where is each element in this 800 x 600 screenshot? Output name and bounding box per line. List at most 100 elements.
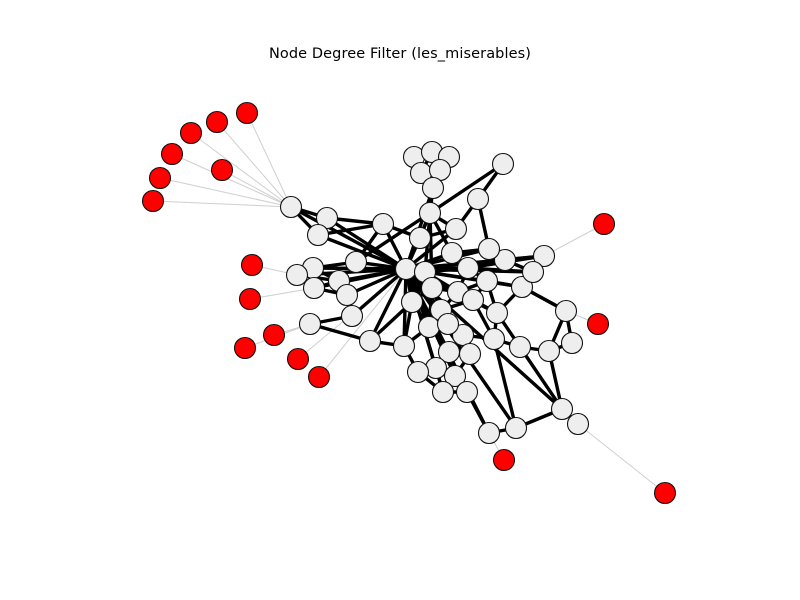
node-circle[interactable] [443, 364, 467, 388]
graph-node-filtered[interactable] [179, 121, 203, 145]
graph-node-kept[interactable] [504, 416, 528, 440]
graph-node-kept[interactable] [306, 223, 330, 247]
node-circle[interactable] [653, 481, 677, 505]
node-circle[interactable] [148, 166, 172, 190]
node-circle[interactable] [306, 223, 330, 247]
graph-node-kept[interactable] [510, 275, 534, 299]
node-circle[interactable] [344, 250, 368, 274]
graph-node-filtered[interactable] [148, 166, 172, 190]
graph-node-kept[interactable] [443, 364, 467, 388]
graph-node-kept[interactable] [508, 335, 532, 359]
graph-node-kept[interactable] [560, 331, 584, 355]
graph-node-kept[interactable] [406, 360, 430, 384]
graph-node-kept[interactable] [493, 248, 517, 272]
node-circle[interactable] [420, 276, 444, 300]
node-circle[interactable] [315, 206, 339, 230]
node-circle[interactable] [477, 421, 501, 445]
node-circle[interactable] [458, 342, 482, 366]
node-circle[interactable] [550, 397, 574, 421]
node-circle[interactable] [285, 263, 309, 287]
node-circle[interactable] [586, 312, 610, 336]
node-circle[interactable] [160, 142, 184, 166]
graph-node-kept[interactable] [431, 380, 455, 404]
graph-node-kept[interactable] [392, 334, 416, 358]
graph-node-filtered[interactable] [235, 101, 259, 125]
graph-node-kept[interactable] [566, 412, 590, 436]
graph-node-kept[interactable] [298, 312, 322, 336]
graph-node-kept[interactable] [408, 226, 432, 250]
graph-node-kept[interactable] [477, 421, 501, 445]
graph-node-kept[interactable] [485, 301, 509, 325]
node-circle[interactable] [424, 356, 448, 380]
graph-node-kept[interactable] [420, 276, 444, 300]
graph-node-kept[interactable] [461, 288, 485, 312]
graph-node-kept[interactable] [458, 342, 482, 366]
graph-node-kept[interactable] [285, 263, 309, 287]
node-circle[interactable] [444, 217, 468, 241]
node-circle[interactable] [485, 301, 509, 325]
node-circle[interactable] [566, 412, 590, 436]
graph-node-kept[interactable] [340, 304, 364, 328]
node-circle[interactable] [340, 304, 364, 328]
graph-node-kept[interactable] [521, 260, 545, 284]
graph-node-kept[interactable] [335, 283, 359, 307]
node-circle[interactable] [408, 226, 432, 250]
graph-node-kept[interactable] [537, 339, 561, 363]
node-circle[interactable] [238, 287, 262, 311]
node-circle[interactable] [475, 269, 499, 293]
node-circle[interactable] [440, 241, 464, 265]
graph-node-kept[interactable] [400, 290, 424, 314]
node-circle[interactable] [335, 283, 359, 307]
node-circle[interactable] [240, 253, 264, 277]
graph-node-kept[interactable] [491, 152, 515, 176]
node-circle[interactable] [262, 323, 286, 347]
node-circle[interactable] [510, 275, 534, 299]
node-circle[interactable] [358, 329, 382, 353]
node-circle[interactable] [233, 336, 257, 360]
graph-node-kept[interactable] [344, 250, 368, 274]
node-circle[interactable] [455, 380, 479, 404]
node-circle[interactable] [141, 189, 165, 213]
node-circle[interactable] [205, 110, 229, 134]
graph-node-kept[interactable] [424, 356, 448, 380]
node-circle[interactable] [406, 360, 430, 384]
node-circle[interactable] [421, 176, 445, 200]
graph-node-kept[interactable] [550, 397, 574, 421]
graph-node-filtered[interactable] [233, 336, 257, 360]
node-circle[interactable] [302, 276, 326, 300]
node-circle[interactable] [477, 237, 501, 261]
graph-node-kept[interactable] [477, 237, 501, 261]
graph-node-kept[interactable] [371, 212, 395, 236]
graph-node-filtered[interactable] [262, 323, 286, 347]
node-circle[interactable] [431, 380, 455, 404]
graph-node-kept[interactable] [466, 187, 490, 211]
node-circle[interactable] [466, 187, 490, 211]
node-circle[interactable] [371, 212, 395, 236]
graph-node-kept[interactable] [475, 269, 499, 293]
node-circle[interactable] [493, 248, 517, 272]
node-circle[interactable] [298, 312, 322, 336]
graph-node-kept[interactable] [417, 315, 441, 339]
graph-node-kept[interactable] [440, 241, 464, 265]
graph-node-filtered[interactable] [205, 110, 229, 134]
node-circle[interactable] [592, 212, 616, 236]
node-circle[interactable] [508, 335, 532, 359]
node-circle[interactable] [179, 121, 203, 145]
graph-node-filtered[interactable] [160, 142, 184, 166]
graph-node-kept[interactable] [279, 195, 303, 219]
graph-node-filtered[interactable] [592, 212, 616, 236]
node-circle[interactable] [307, 365, 331, 389]
node-circle[interactable] [400, 290, 424, 314]
node-circle[interactable] [210, 158, 234, 182]
node-circle[interactable] [532, 244, 556, 268]
graph-node-filtered[interactable] [307, 365, 331, 389]
graph-node-filtered[interactable] [240, 253, 264, 277]
node-circle[interactable] [521, 260, 545, 284]
node-circle[interactable] [235, 101, 259, 125]
graph-node-filtered[interactable] [653, 481, 677, 505]
node-circle[interactable] [436, 312, 460, 336]
graph-node-kept[interactable] [532, 244, 556, 268]
graph-node-kept[interactable] [418, 201, 442, 225]
graph-node-filtered[interactable] [492, 448, 516, 472]
graph-node-kept[interactable] [394, 257, 418, 281]
